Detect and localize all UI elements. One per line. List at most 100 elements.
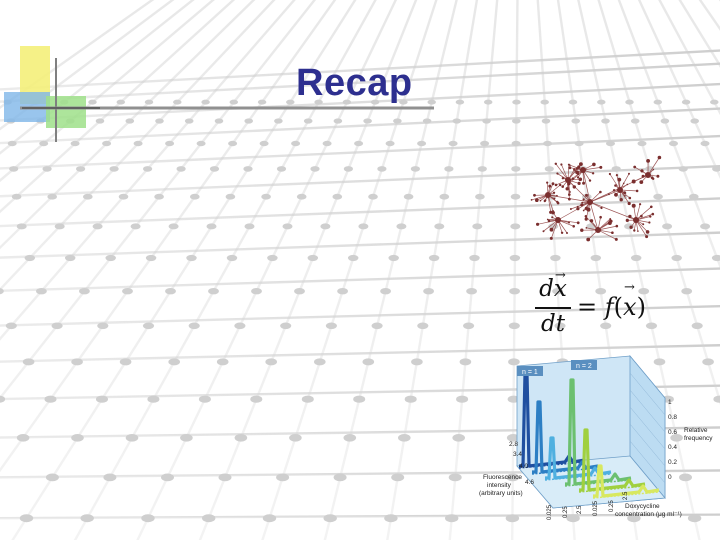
network-node bbox=[556, 172, 559, 175]
network-node bbox=[533, 193, 536, 197]
grid-dot bbox=[611, 166, 621, 172]
grid-dot bbox=[19, 514, 34, 523]
grid-dot bbox=[452, 118, 462, 124]
wall-gridline bbox=[629, 372, 666, 416]
grid-dot bbox=[713, 395, 720, 403]
network-node bbox=[580, 228, 584, 232]
distribution-curve bbox=[565, 378, 632, 486]
grid-line bbox=[0, 0, 256, 250]
grid-dot bbox=[22, 358, 35, 366]
grid-dot bbox=[385, 140, 395, 147]
grid-dot bbox=[422, 118, 432, 124]
network-hub bbox=[545, 192, 551, 198]
grid-dot bbox=[512, 99, 521, 105]
grid-dot bbox=[296, 193, 307, 200]
distribution-curve bbox=[519, 372, 586, 468]
grid-dot bbox=[477, 166, 487, 172]
grid-dot bbox=[550, 254, 561, 262]
network-node bbox=[651, 212, 655, 216]
grid-dot bbox=[353, 395, 366, 403]
network-edge bbox=[647, 157, 660, 176]
network-node bbox=[648, 221, 651, 224]
grid-dot bbox=[229, 99, 238, 105]
network-hub bbox=[617, 187, 623, 193]
grid-dot bbox=[16, 434, 30, 442]
network-node bbox=[539, 199, 542, 202]
grid-dot bbox=[289, 434, 302, 442]
network-node bbox=[640, 214, 643, 218]
grid-dot bbox=[95, 118, 105, 124]
grid-dot bbox=[399, 99, 408, 105]
grid-dot bbox=[669, 140, 678, 147]
grid-dot bbox=[97, 322, 109, 330]
grid-dot bbox=[398, 434, 411, 442]
network-node bbox=[576, 205, 579, 208]
grid-dot bbox=[541, 118, 551, 124]
grid-dot bbox=[484, 99, 493, 105]
grid-dot bbox=[508, 358, 520, 366]
grid-dot bbox=[161, 473, 174, 482]
network-edge bbox=[582, 169, 591, 203]
grid-dot bbox=[597, 99, 606, 105]
grid-dot bbox=[5, 322, 17, 330]
grid-dot bbox=[689, 193, 699, 200]
gene-network-graph-icon bbox=[530, 155, 662, 242]
grid-dot bbox=[678, 166, 688, 172]
grid-line bbox=[577, 0, 701, 540]
grid-dot bbox=[208, 288, 219, 295]
grid-dot bbox=[262, 514, 277, 523]
network-node bbox=[626, 183, 629, 186]
distribution-curve bbox=[579, 428, 646, 492]
wall-gridline bbox=[629, 423, 666, 467]
network-node bbox=[629, 225, 633, 229]
network-node bbox=[566, 232, 568, 234]
distribution-curve bbox=[593, 464, 660, 498]
network-hub bbox=[580, 167, 586, 173]
grid-dot bbox=[637, 140, 647, 147]
network-node bbox=[635, 189, 639, 193]
grid-dot bbox=[671, 254, 682, 262]
baseline-hatch bbox=[531, 467, 599, 475]
fraction-bar bbox=[535, 307, 571, 309]
network-node bbox=[577, 181, 581, 185]
grid-dot bbox=[411, 358, 423, 366]
grid-dot bbox=[475, 193, 485, 200]
grid-line bbox=[136, 0, 398, 540]
fluorescence-distribution-plot: n = 1 n = 2 10.80.60.40.20 Relative freq… bbox=[479, 354, 713, 520]
network-edge bbox=[635, 219, 647, 237]
grid-dot bbox=[274, 118, 283, 124]
grid-dot bbox=[320, 223, 331, 230]
network-node bbox=[568, 197, 571, 201]
grid-dot bbox=[472, 223, 483, 230]
grid-dot bbox=[154, 193, 164, 200]
relative-frequency-tick: 0 bbox=[668, 474, 672, 481]
grid-dot bbox=[403, 193, 414, 200]
network-node bbox=[576, 176, 580, 179]
grid-line bbox=[0, 0, 337, 473]
grid-line bbox=[0, 0, 215, 183]
network-node bbox=[617, 177, 622, 182]
grid-dot bbox=[44, 395, 57, 403]
slide-title: Recap bbox=[296, 62, 413, 104]
grid-line bbox=[448, 0, 499, 540]
grid-dot bbox=[511, 166, 521, 172]
network-node bbox=[645, 230, 650, 234]
network-node bbox=[625, 218, 629, 222]
grid-dot bbox=[0, 288, 4, 295]
network-node bbox=[600, 206, 603, 210]
grid-dot bbox=[448, 473, 462, 482]
network-node bbox=[614, 192, 618, 197]
network-node bbox=[572, 185, 576, 189]
relative-frequency-tick: 0.2 bbox=[668, 459, 677, 466]
fluorescence-tick: 4.0 bbox=[519, 463, 528, 470]
grid-dot bbox=[51, 322, 63, 330]
grid-dot bbox=[218, 473, 232, 482]
grid-dot bbox=[54, 223, 65, 230]
network-node bbox=[569, 208, 572, 210]
grid-dot bbox=[670, 434, 683, 442]
network-node bbox=[637, 230, 639, 232]
grid-dot bbox=[109, 166, 119, 172]
grid-dot bbox=[188, 322, 200, 330]
grid-dot bbox=[554, 322, 566, 330]
